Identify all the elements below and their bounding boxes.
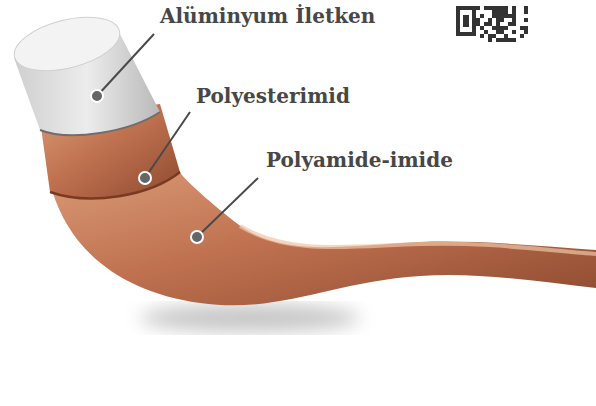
conductor-face bbox=[9, 8, 125, 81]
part-label: Alüminyum İletken bbox=[160, 4, 375, 28]
layer-seam bbox=[50, 172, 180, 198]
leader-dots bbox=[91, 90, 203, 243]
conductor-edge bbox=[40, 112, 160, 135]
qr-code bbox=[456, 6, 528, 42]
part-label: Polyesterimid bbox=[196, 84, 350, 108]
leader-lines bbox=[97, 34, 258, 237]
highlight bbox=[240, 226, 596, 254]
part-label: Polyamide-imide bbox=[266, 148, 453, 172]
shadow bbox=[140, 304, 360, 332]
